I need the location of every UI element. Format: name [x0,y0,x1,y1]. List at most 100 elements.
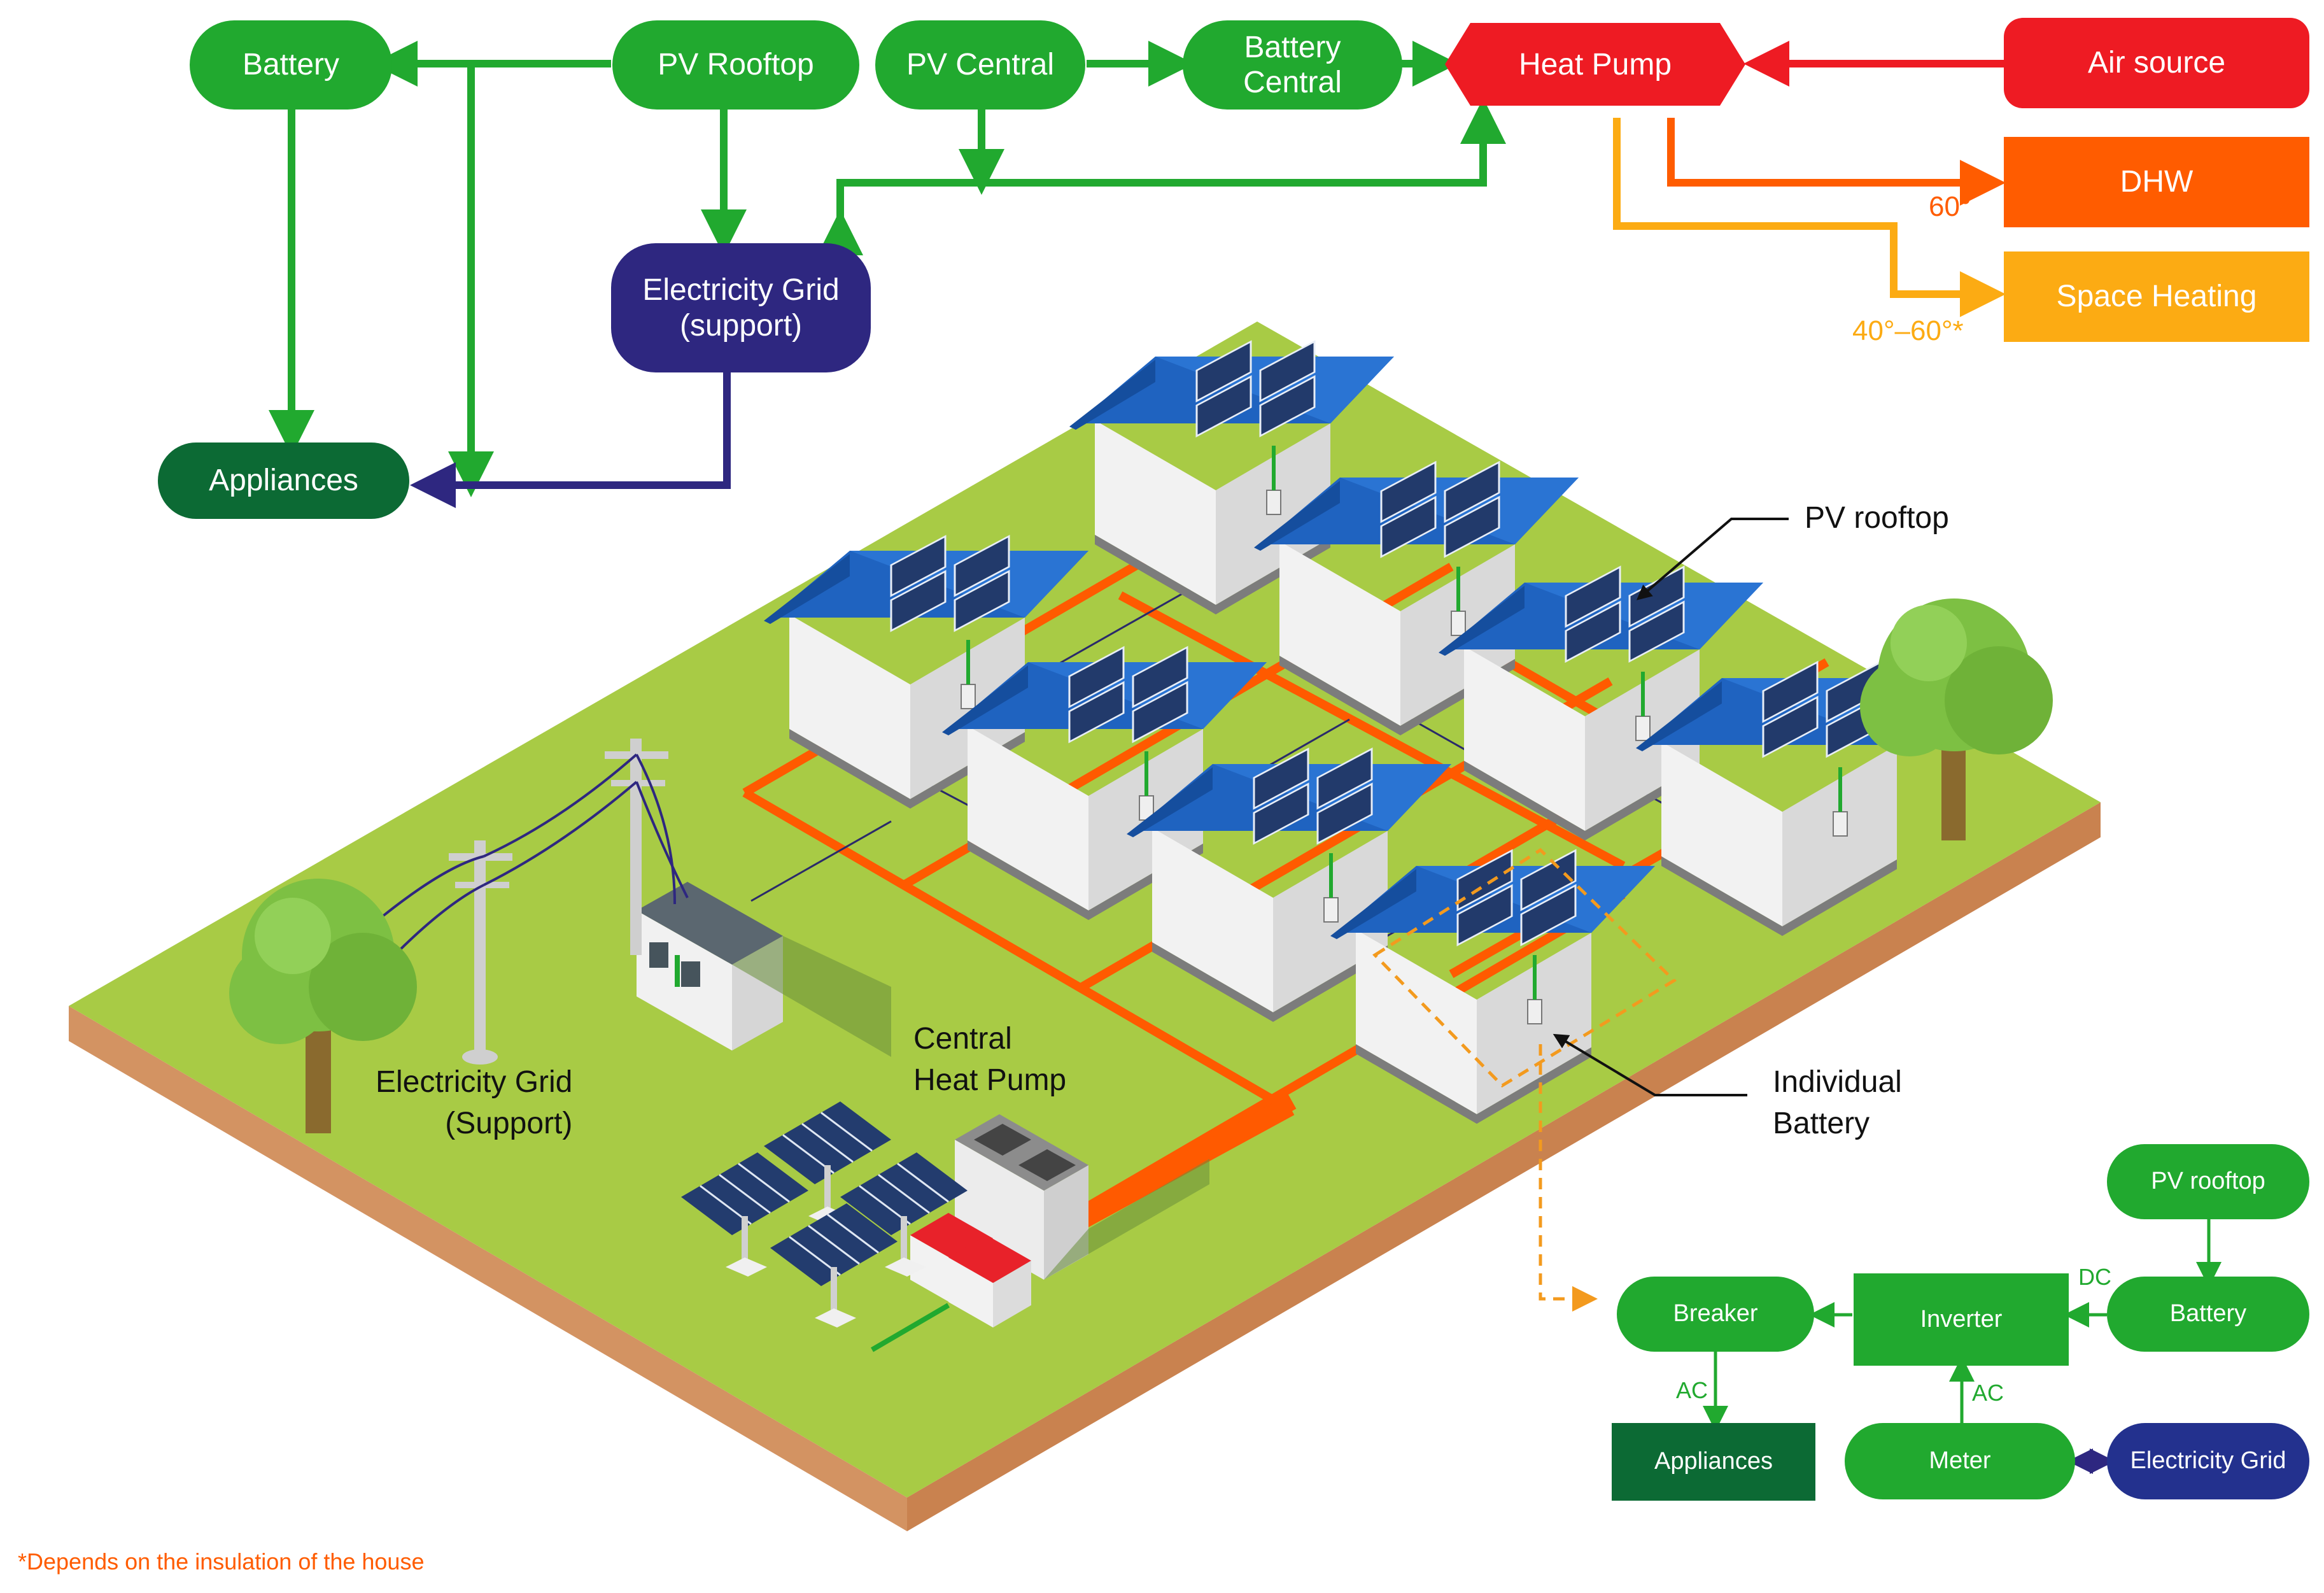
grid-support-node: Electricity Grid (support) [611,243,871,372]
power-cables [381,753,689,956]
solar-panel [1762,695,1819,758]
solar-panel [1068,646,1125,709]
solar-panel [1316,747,1373,810]
house-electricity-grid-node: Electricity Grid [2107,1423,2309,1499]
central-heat-pump-callout: Central Heat Pump [913,1022,1067,1097]
battery-box [1527,999,1542,1024]
solar-panel [1068,681,1125,744]
ac-meter-edge-label: AC [1972,1380,2004,1406]
house-pv-rooftop-node: PV rooftop [2107,1144,2309,1219]
dhw-label: DHW [2120,165,2194,199]
battery-node-label: Battery [242,48,340,82]
solar-panel [1316,782,1373,845]
temp-dhw-label: 60° [1929,191,1971,222]
solar-panel [1132,646,1188,709]
solar-panel [1628,565,1685,628]
house [1330,849,1655,1124]
solar-panel [1628,600,1685,663]
house-pv-rooftop-label: PV rooftop [2151,1168,2265,1195]
house-battery-node: Battery [2107,1277,2309,1352]
pv-central-node-label: PV Central [906,48,1055,82]
house-meter-label: Meter [1929,1447,1991,1475]
pv-rooftop-node: PV Rooftop [612,20,859,110]
pv-array [681,1152,808,1277]
battery-central-node-label: Battery Central [1243,30,1342,99]
substation [637,882,891,1057]
pv-array [770,1203,898,1328]
solar-panel [1253,782,1309,845]
house [1069,340,1394,614]
solar-panel [890,535,947,597]
pv-rooftop-callout: PV rooftop [1805,501,1949,535]
solar-panel [1456,884,1513,947]
house-appliances-node: Appliances [1612,1423,1815,1501]
solar-panel [1259,375,1316,437]
solar-panel [1253,747,1309,810]
solar-panel [1456,849,1513,912]
house-breaker-node: Breaker [1617,1277,1814,1352]
solar-panel [890,570,947,632]
house [1254,460,1579,735]
pointer-lines [1553,518,1789,1096]
individual-battery-callout: Individual Battery [1773,1065,1902,1140]
central-pv-arrays [681,1101,968,1328]
solar-panel [1565,565,1621,628]
pv-rooftop-node-label: PV Rooftop [658,48,814,82]
grid-support-label: Electricity Grid (support) [642,273,840,343]
house-inverter-label: Inverter [1920,1305,2003,1333]
space-heating-node: Space Heating [2004,251,2309,342]
house-inverter-node: Inverter [1854,1273,2069,1366]
solar-panel [954,534,1010,597]
solar-panel [1195,375,1252,438]
house [1127,747,1451,1022]
house-electricity-grid-label: Electricity Grid [2130,1447,2286,1475]
solar-panel [1520,849,1577,912]
dc-edge-label: DC [2078,1264,2111,1290]
air-source-node: Air source [2004,18,2309,108]
dhw-node: DHW [2004,137,2309,227]
battery-box [1323,897,1339,923]
solar-panel [1762,660,1819,723]
solar-panel [1444,495,1500,558]
footnote: *Depends on the insulation of the house [18,1548,425,1575]
grid-support-callout: Electricity Grid (Support) [376,1065,573,1140]
house-meter-node: Meter [1845,1423,2075,1499]
house-appliances-label: Appliances [1654,1448,1773,1475]
house [942,646,1267,920]
main-heating-pipe [1078,1094,1297,1227]
house-flow-arrows [1703,1218,2222,1474]
tree-left [229,879,417,1133]
central-heat-pump [955,1114,1209,1280]
solar-panel [1380,495,1437,558]
air-source-label: Air source [2087,46,2226,80]
solar-panel [1132,681,1188,744]
house-callout [1372,847,1677,1312]
solar-panel [1565,600,1621,663]
pv-central-node: PV Central [875,20,1085,110]
house [764,534,1088,809]
solar-panel [1195,340,1252,403]
ground-soil-left [69,1006,907,1531]
heat-pump-node [1445,23,1745,106]
solar-panel [1444,460,1500,523]
top-flow-arrows [269,41,2006,508]
temp-space-heating-label: 40°–60°* [1852,315,1964,346]
space-heating-label: Space Heating [2056,280,2257,314]
battery-node: Battery [190,20,392,110]
battery-box [1833,811,1848,837]
tree-right [1860,598,2053,840]
solar-panel [1520,884,1577,947]
battery-central-node: Battery Central [1183,20,1402,110]
battery-box [1635,716,1651,741]
solar-panel [1380,460,1437,523]
solar-panel [954,569,1010,632]
appliances-label: Appliances [209,464,358,498]
appliances-node: Appliances [158,442,409,519]
house [1439,565,1763,840]
battery-box [1451,611,1466,636]
central-batteries [910,1213,1031,1328]
ac-breaker-edge-label: AC [1676,1377,1708,1403]
battery-box [1266,490,1281,515]
ground-soil-right [907,802,2101,1531]
